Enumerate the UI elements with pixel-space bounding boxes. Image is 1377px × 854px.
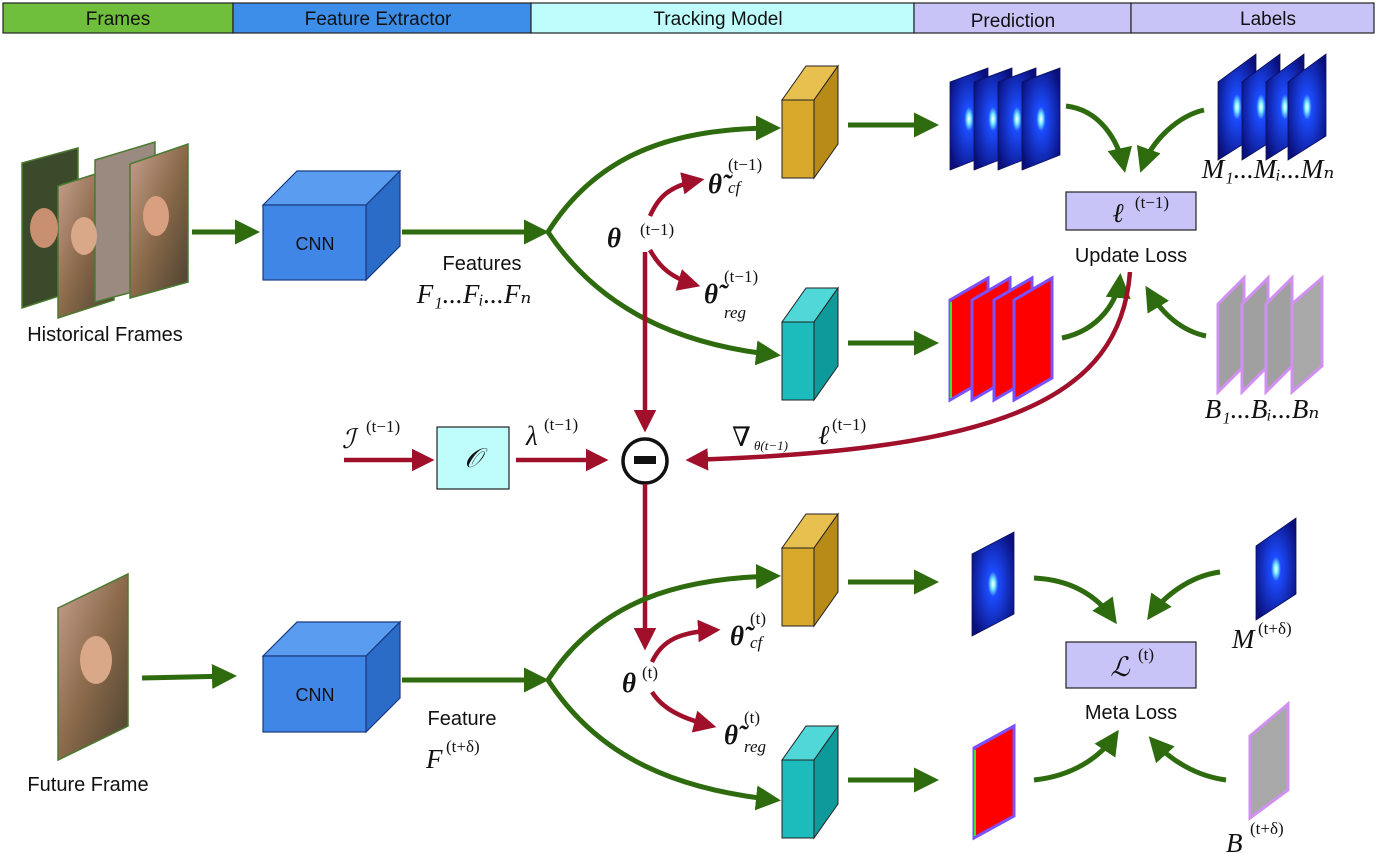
- cnn-bottom-label: CNN: [296, 685, 335, 705]
- optimizer-box: [436, 426, 510, 490]
- cnn-block-bottom: [261, 620, 402, 734]
- arrow-future-frame-to-cnn: [141, 663, 237, 689]
- arrow-to-cf-filter-top: [545, 115, 781, 234]
- arrow-to-reg-filter-bottom: [545, 678, 781, 811]
- input-I-sup: (t−1): [366, 417, 400, 436]
- arrow-boxes-to-loss: [1061, 273, 1131, 341]
- update-loss-box: [1065, 191, 1197, 231]
- minus-icon: [634, 456, 656, 464]
- b-labels: B₁...Bᵢ...Bₙ: [1205, 394, 1320, 424]
- theta-cf-bottom-sub: cf: [750, 633, 765, 652]
- m-labels: M₁...Mᵢ...Mₙ: [1201, 154, 1335, 184]
- arrow-label-boxes-to-loss: [1145, 285, 1207, 339]
- historical-frames-label: Historical Frames: [27, 324, 183, 346]
- update-loss-label: Update Loss: [1075, 245, 1187, 267]
- theta-cf-bottom-sup: (t): [750, 609, 766, 628]
- feature-label: Feature: [428, 708, 497, 730]
- arrow-theta-t-to-cf: [649, 619, 721, 663]
- header-frames: Frames: [86, 9, 150, 30]
- header-labels-cell: [1130, 2, 1375, 34]
- m-label-bottom: M: [1231, 624, 1256, 654]
- arrow-to-cf-filter-bottom: [545, 563, 781, 682]
- theta-reg-bottom-sub: reg: [744, 737, 766, 756]
- arrow-label-box-to-meta-loss: [1148, 736, 1227, 783]
- update-loss-sup: (t−1): [1135, 193, 1169, 212]
- arrow-labels-to-loss: [1136, 107, 1205, 173]
- predicted-heatmaps: [949, 67, 1061, 171]
- arrow-theta-t-to-reg: [650, 690, 717, 733]
- meta-loss-box: [1065, 641, 1197, 689]
- reg-filter-top: [781, 286, 839, 402]
- label-heatmaps: [1217, 53, 1327, 161]
- future-frame-label: Future Frame: [27, 774, 148, 796]
- lambda: λ: [525, 421, 538, 451]
- cnn-block-top: [261, 169, 402, 282]
- header-tracking-model: Tracking Model: [653, 9, 782, 30]
- label-heatmap-bottom: [1255, 517, 1297, 621]
- cf-filter-bottom: [781, 512, 839, 628]
- feature-math: F: [425, 744, 443, 774]
- arrow-grad-to-minus: [685, 271, 1133, 471]
- header-feature-extractor-cell: [232, 2, 532, 34]
- predicted-boxes: [948, 275, 1054, 403]
- face-image: [143, 196, 169, 236]
- meta-loss-label: Meta Loss: [1085, 702, 1177, 724]
- m-sup-bottom: (t+δ): [1258, 619, 1292, 638]
- historical-frames: [21, 140, 189, 320]
- cf-filter-top: [781, 64, 839, 180]
- grad-symbol: ∇: [732, 422, 751, 452]
- header-bar: Frames Feature Extractor Tracking Model …: [2, 2, 1375, 34]
- theta-reg-top-sup: (t−1): [724, 267, 758, 286]
- theta-t: θ: [622, 668, 636, 698]
- header-prediction: Prediction: [971, 11, 1056, 32]
- arrow-heatmaps-to-loss: [1065, 103, 1133, 173]
- arrow-heatmap-to-meta-loss: [1033, 575, 1117, 625]
- predicted-heatmap-bottom: [971, 531, 1015, 637]
- grad-sub: θ(t−1): [754, 438, 788, 453]
- predicted-box-bottom: [972, 723, 1016, 841]
- arrow-box-to-meta-loss: [1033, 729, 1119, 783]
- face-image: [30, 208, 58, 248]
- cnn-top-label: CNN: [296, 234, 335, 254]
- face-image: [71, 217, 97, 255]
- lambda-sup: (t−1): [544, 415, 578, 434]
- theta-t-sup: (t): [642, 663, 658, 682]
- arrow-theta-to-reg: [648, 248, 701, 291]
- face-image: [80, 636, 112, 684]
- meta-loss-sup: (t): [1138, 645, 1154, 664]
- features-label: Features: [443, 253, 522, 275]
- header-feature-extractor: Feature Extractor: [305, 9, 452, 30]
- arrow-theta-to-cf: [647, 172, 705, 217]
- grad-ell: ℓ: [818, 420, 830, 450]
- feature-sup: (t+δ): [446, 737, 480, 756]
- input-I: ℐ: [342, 424, 359, 454]
- grad-sup: (t−1): [832, 415, 866, 434]
- b-label-bottom: B: [1226, 828, 1243, 854]
- theta-cf-top-sup: (t−1): [728, 155, 762, 174]
- meta-loss-symbol: ℒ: [1110, 652, 1130, 682]
- header-frames-cell: [2, 2, 234, 34]
- reg-filter-bottom: [781, 724, 839, 840]
- theta-top: θ: [607, 223, 621, 253]
- b-sup-bottom: (t+δ): [1250, 819, 1284, 838]
- header-labels: Labels: [1240, 9, 1296, 30]
- future-frame: [57, 572, 129, 762]
- label-box-bottom: [1248, 700, 1290, 821]
- theta-top-sup: (t−1): [640, 220, 674, 239]
- arrow-label-to-meta-loss: [1147, 569, 1221, 621]
- theta-cf-top-sub: cf: [728, 178, 743, 197]
- theta-reg-top-sub: reg: [724, 303, 746, 322]
- features-math: F₁...Fᵢ...Fₙ: [416, 279, 532, 309]
- theta-reg-bottom-sup: (t): [744, 708, 760, 727]
- update-loss-symbol: ℓ: [1112, 198, 1124, 228]
- label-boxes: [1216, 274, 1324, 396]
- header-tracking-model-cell: [530, 2, 915, 34]
- arrow-to-reg-filter-top: [545, 230, 781, 366]
